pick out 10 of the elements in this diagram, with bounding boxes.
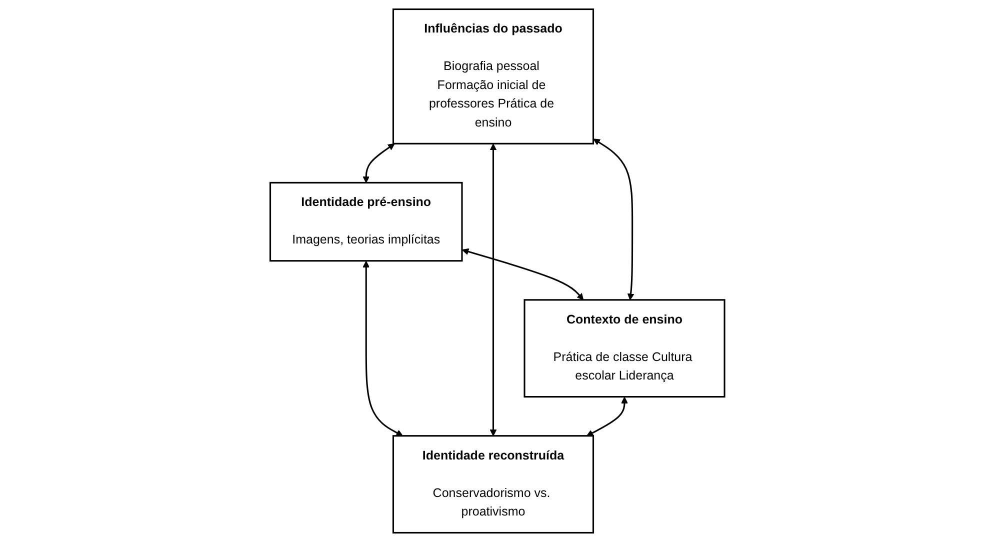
arrow [592,138,634,300]
arrow [362,144,394,184]
arrow [586,396,628,436]
node-box: Contexto de ensino Prática de classe Cultura escolar Liderança [523,299,725,398]
node-box: Identidade pré-ensino Imagens, teorias implícitas [269,182,462,262]
node-box: Influências do passado Biografia pessoal Formação inicial de professores Prática de ensino [392,8,594,144]
arrow [462,248,584,300]
node-box: Identidade reconstruída Conservadorismo vs. proativismo [392,435,594,534]
arrow [362,260,403,436]
arrow [489,144,496,436]
